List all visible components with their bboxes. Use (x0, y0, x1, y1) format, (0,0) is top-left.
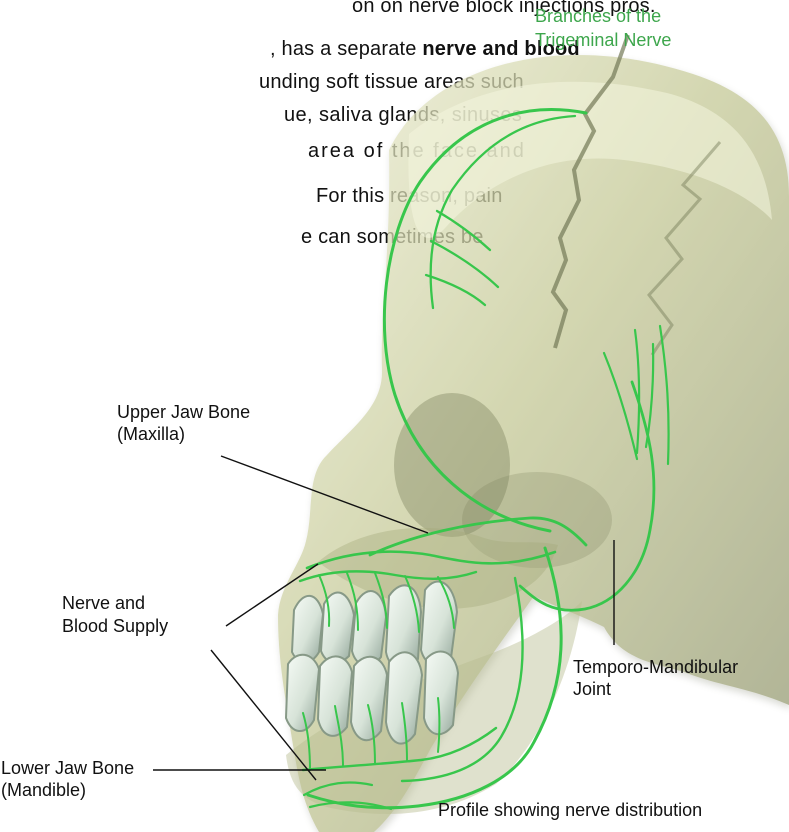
lower-tooth (286, 655, 319, 731)
lower-jaw-label-line-1: Lower Jaw Bone (1, 757, 134, 779)
lower-tooth (351, 657, 387, 740)
lower-tooth (318, 656, 352, 735)
upper-jaw-label-line-1: Upper Jaw Bone (117, 401, 250, 423)
upper-jaw-label-line-2: (Maxilla) (117, 423, 185, 445)
trigeminal-nerve-title: Branches of the Trigeminal Nerve (535, 4, 671, 52)
lower-tooth (424, 651, 458, 734)
nerve-blood-label-line-2: Blood Supply (62, 615, 168, 637)
upper-tooth (321, 592, 354, 662)
tmj-label-line-2: Joint (573, 678, 611, 700)
lower-jaw-label-line-2: (Mandible) (1, 779, 86, 801)
tmj-label-line-1: Temporo-Mandibular (573, 656, 738, 678)
nerve-blood-label-line-1: Nerve and (62, 592, 145, 614)
upper-tooth (292, 596, 323, 662)
profile-caption: Profile showing nerve distribution (438, 799, 702, 821)
